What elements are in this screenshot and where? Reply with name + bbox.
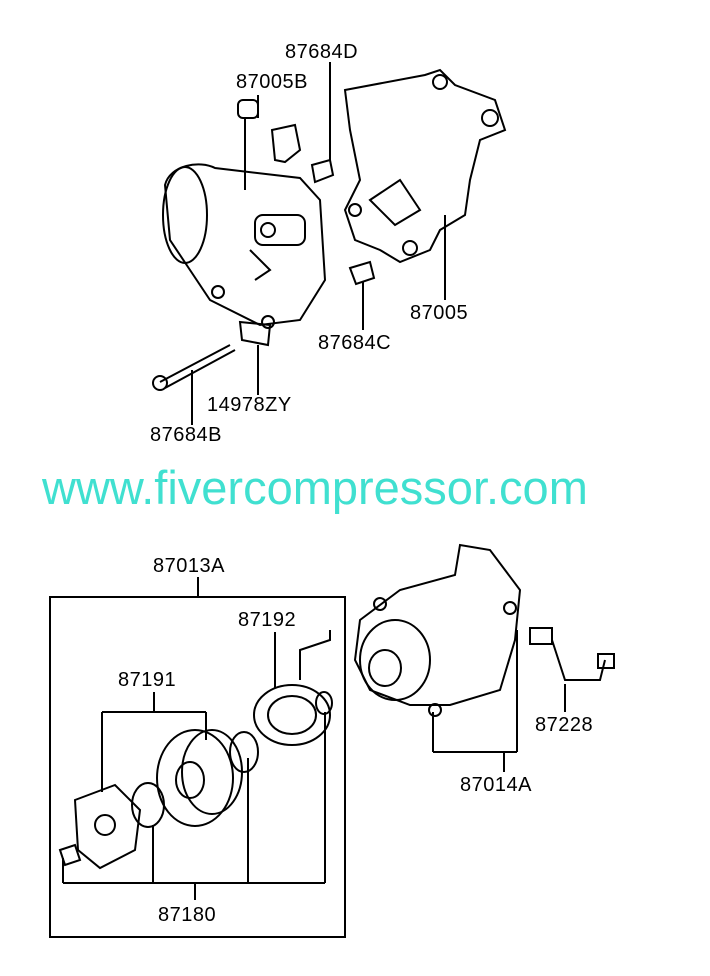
label-87684C: 87684C: [318, 332, 392, 354]
label-87192: 87192: [238, 609, 297, 631]
label-87013A: 87013A: [153, 555, 225, 577]
label-87014A: 87014A: [460, 774, 532, 796]
label-87005: 87005: [410, 302, 469, 324]
clutch-kit-frame: [49, 596, 346, 938]
watermark-url: www.fivercompressor.com: [42, 461, 588, 514]
compressor-lower-drawing: [353, 543, 615, 717]
label-87191: 87191: [118, 669, 177, 691]
compressor-upper-drawing: [162, 163, 327, 329]
bracket-87014A: [432, 630, 518, 772]
bracket-87191: [101, 692, 207, 792]
mount-bracket-drawing: [152, 68, 507, 391]
label-14978ZY: 14978ZY: [207, 394, 292, 416]
label-87228: 87228: [535, 714, 594, 736]
bracket-87180: [62, 712, 326, 900]
label-87684D: 87684D: [285, 41, 359, 63]
label-87005B: 87005B: [236, 71, 308, 93]
label-87180: 87180: [158, 904, 217, 926]
clutch-parts-drawing: [58, 630, 333, 870]
label-87684B: 87684B: [150, 424, 222, 446]
